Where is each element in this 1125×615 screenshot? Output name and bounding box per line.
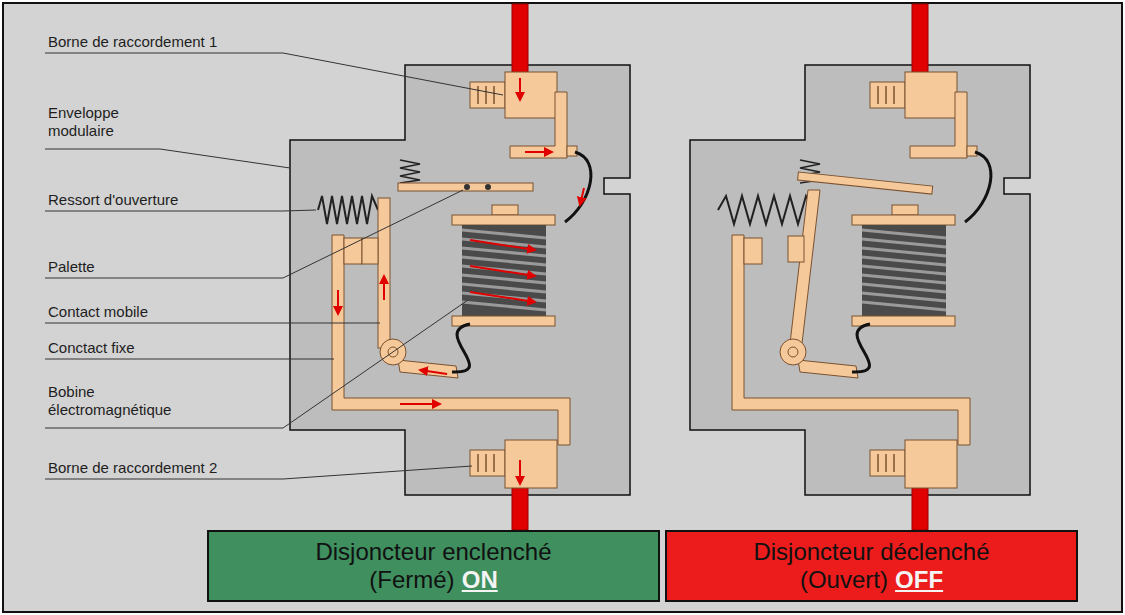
part-label: Palette <box>48 258 95 276</box>
part-label: Borne de raccordement 2 <box>48 459 217 477</box>
part-label: Conctact fixe <box>48 339 135 357</box>
background-frame <box>3 3 1122 612</box>
contact-pivot <box>780 339 806 365</box>
status-text: Disjoncteur déclenché (Ouvert) <box>753 538 989 593</box>
part-label: Enveloppe modulaire <box>48 104 148 140</box>
current-arrow <box>519 460 521 484</box>
mobile-contact-pad <box>788 236 804 262</box>
part-label: Contact mobile <box>48 303 148 321</box>
status-text-block: Disjoncteur enclenché (Fermé)ON <box>284 538 584 594</box>
mobile-contact <box>789 190 820 352</box>
part-label: Borne de raccordement 1 <box>48 33 217 51</box>
leader-line <box>45 149 290 168</box>
current-arrow <box>383 276 385 300</box>
current-arrow <box>470 292 535 302</box>
part-label: Ressort d'ouverture <box>48 191 178 209</box>
opening-spring <box>718 196 814 224</box>
current-arrows <box>338 78 584 484</box>
leader-line <box>45 300 468 428</box>
contact-pivot <box>788 347 798 357</box>
status-text-block: Disjoncteur déclenché (Ouvert)OFF <box>722 538 1022 594</box>
status-box: Disjoncteur déclenché (Ouvert)OFF <box>665 530 1078 602</box>
leader-line <box>45 210 316 211</box>
current-arrow <box>519 78 521 100</box>
leader-line <box>45 190 463 278</box>
mobile-contact <box>378 198 390 348</box>
pivot-dot <box>485 184 491 190</box>
status-box: Disjoncteur enclenché (Fermé)ON <box>207 530 660 602</box>
current-arrow <box>420 370 447 374</box>
leader-line <box>45 53 503 95</box>
current-arrow <box>470 266 535 276</box>
part-label: Bobine électromagnétique <box>48 383 198 419</box>
current-arrow <box>580 188 584 205</box>
armature <box>398 183 533 191</box>
state-word: OFF <box>895 566 943 593</box>
current-arrow <box>400 403 440 405</box>
pivot-dot <box>464 184 470 190</box>
status-text: Disjoncteur enclenché (Fermé) <box>315 538 551 593</box>
leader-lines <box>45 53 503 479</box>
current-arrow <box>337 290 339 314</box>
mobile-contact-pad <box>362 238 378 264</box>
state-word: ON <box>462 566 498 593</box>
breaker-off <box>690 4 1030 530</box>
breaker-on <box>290 4 630 530</box>
opening-spring <box>318 196 378 224</box>
leader-line <box>45 323 380 324</box>
current-arrow <box>525 151 552 153</box>
current-arrow <box>470 240 535 250</box>
leader-line <box>45 359 334 360</box>
